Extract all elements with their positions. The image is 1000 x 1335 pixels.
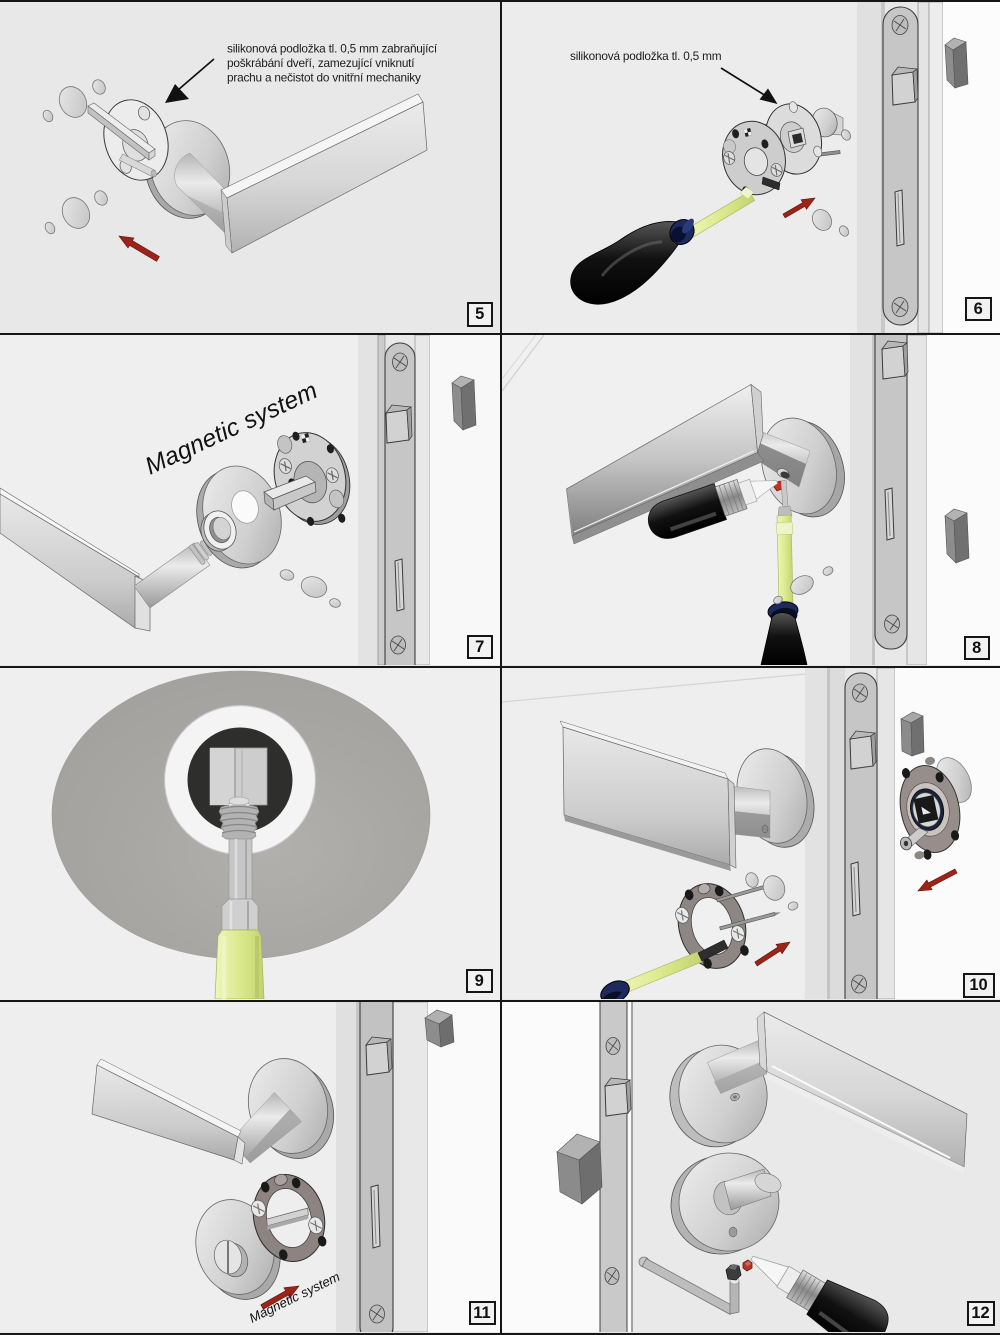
svg-text:silikonová podložka tl. 0,5 mm: silikonová podložka tl. 0,5 mm zabraňují…	[227, 42, 438, 56]
svg-text:poškrábání dveří, zamezující v: poškrábání dveří, zamezující vniknutí	[227, 56, 415, 70]
svg-text:prachu a nečistot do vnitřní m: prachu a nečistot do vnitřní mechaniky	[227, 71, 421, 85]
svg-text:silikonová podložka tl. 0,5 mm: silikonová podložka tl. 0,5 mm	[570, 49, 722, 63]
